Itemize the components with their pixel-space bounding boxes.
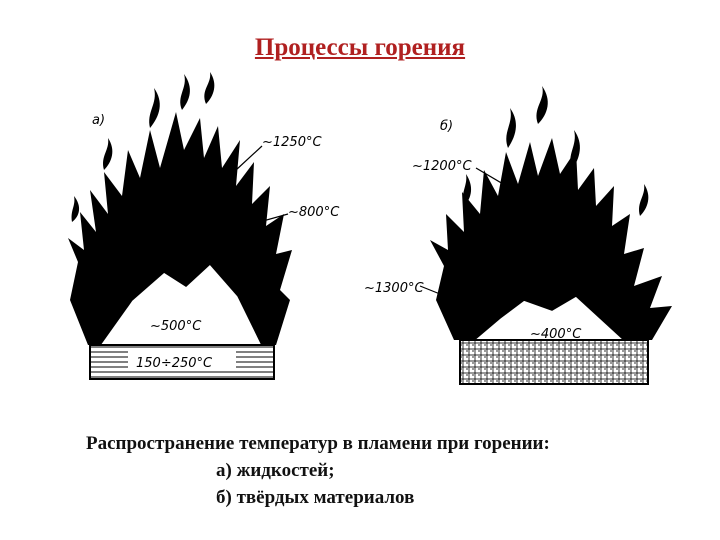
- panel-b-inner-core: [471, 295, 626, 341]
- panel-b-flame-tongues: [462, 86, 649, 216]
- panel-a-flame-tongues: [71, 72, 215, 222]
- caption-line-3: б) твёрдых материалов: [216, 487, 415, 508]
- panel-b-solid-block: [459, 339, 649, 385]
- panel-b-temp-surface: ~400°С: [530, 327, 582, 342]
- caption: Распространение температур в пламени при…: [86, 430, 550, 511]
- panel-a-temp-mid: ~800°С: [288, 205, 340, 220]
- panel-b: б) ~1200°С ~1300°С ~400°С: [364, 86, 672, 385]
- panel-a-label: а): [92, 113, 105, 128]
- panel-b-temp-top: ~1200°С: [412, 159, 472, 174]
- page-title: Процессы горения: [254, 34, 466, 61]
- caption-line-2: а) жидкостей;: [216, 460, 335, 481]
- panel-b-label: б): [440, 119, 453, 134]
- panel-a-temp-liquid: 150÷250°С: [136, 356, 213, 371]
- panel-a-temp-low: ~500°С: [150, 319, 202, 334]
- panel-a-inner-core: [98, 262, 264, 346]
- panel-a: а) ~1250°С ~800°С ~500°С 150÷250°С: [68, 72, 340, 380]
- caption-line-1: Распространение температур в пламени при…: [86, 433, 550, 454]
- panel-a-temp-top: ~1250°С: [262, 135, 322, 150]
- panel-b-temp-side: ~1300°С: [364, 281, 424, 296]
